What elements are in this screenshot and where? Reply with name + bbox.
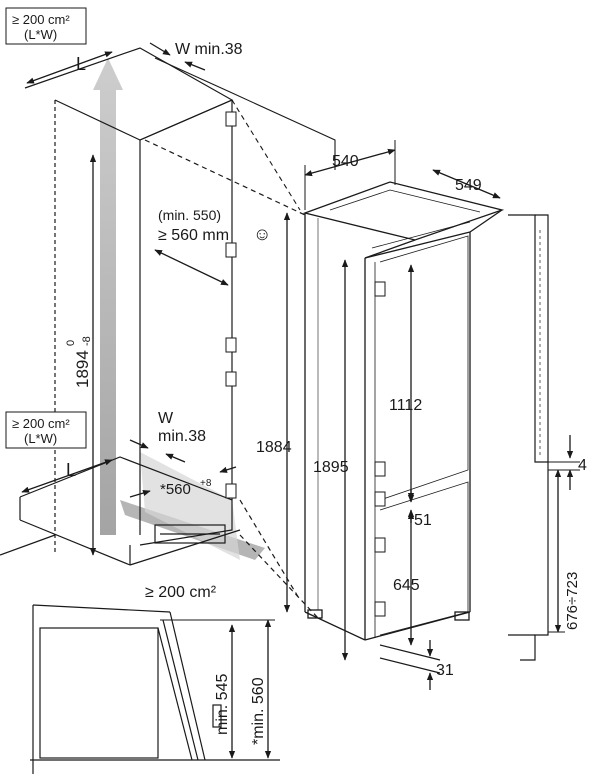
label-section-min-560: *min. 560 — [250, 677, 267, 745]
label-fridge-door-height: 1112 — [389, 397, 422, 414]
label-niche-height: 1894 — [73, 350, 92, 388]
label-appliance-height-front: 1895 — [313, 459, 349, 476]
area-box-top-line2: (L*W) — [24, 27, 57, 42]
label-niche-depth-min: (min. 550) — [158, 207, 221, 223]
label-L-bottom: L — [66, 460, 76, 480]
label-W-mid-value: min.38 — [158, 428, 206, 445]
cabinet-hinges — [225, 111, 237, 499]
air-outlet-arrow — [93, 58, 123, 535]
air-floor-flow — [140, 452, 240, 560]
labels: ≥ 200 cm² (L*W) ≥ 200 cm² (L*W) L W min.… — [12, 12, 587, 745]
label-appliance-width: 549 — [455, 177, 482, 194]
dimension-lines — [21, 42, 580, 759]
area-box-top-line1: ≥ 200 cm² — [12, 12, 70, 27]
fridge-hinges — [374, 281, 386, 617]
fridge-appliance — [302, 181, 505, 641]
label-niche-width: *560 — [160, 481, 191, 498]
area-box-mid-line1: ≥ 200 cm² — [12, 416, 70, 431]
label-W-top: W min.38 — [175, 41, 243, 58]
freezer-compartment — [379, 481, 469, 636]
floor-line — [0, 534, 56, 556]
area-box-mid-line2: (L*W) — [24, 431, 57, 446]
vent-grille — [154, 524, 226, 544]
smiley-icon: ☺ — [253, 224, 271, 244]
area-box-top — [5, 7, 87, 45]
label-niche-height-tol-upper: 0 — [65, 340, 77, 346]
label-door-panel-height: 676÷723 — [564, 572, 581, 630]
label-appliance-height-side: 1884 — [256, 439, 292, 456]
section-view — [30, 604, 280, 774]
label-bottom-vent-area: ≥ 200 cm² — [145, 584, 217, 601]
label-appliance-depth: 540 — [332, 153, 359, 170]
label-niche-width-tol: +8 — [200, 478, 212, 489]
label-niche-depth: ≥ 560 mm — [158, 227, 229, 244]
section-inner-box — [39, 627, 159, 759]
label-freezer-door-height: 645 — [393, 577, 420, 594]
cabinet-niche — [0, 47, 319, 619]
label-L-top: L — [76, 54, 86, 74]
cabinet-top-outline — [24, 47, 234, 141]
door-handle — [212, 704, 222, 728]
label-bottom-gap: 31 — [436, 662, 454, 679]
label-section-min-545: min. 545 — [214, 674, 231, 735]
label-niche-height-tol-lower: -8 — [81, 336, 93, 346]
area-box-mid — [5, 411, 87, 449]
label-door-gap: 51 — [414, 512, 432, 529]
fridge-compartment — [379, 235, 469, 501]
label-door-panel-gap: 4 — [578, 457, 587, 474]
label-W-mid: W — [158, 410, 174, 427]
door-panel-profile — [508, 214, 549, 661]
